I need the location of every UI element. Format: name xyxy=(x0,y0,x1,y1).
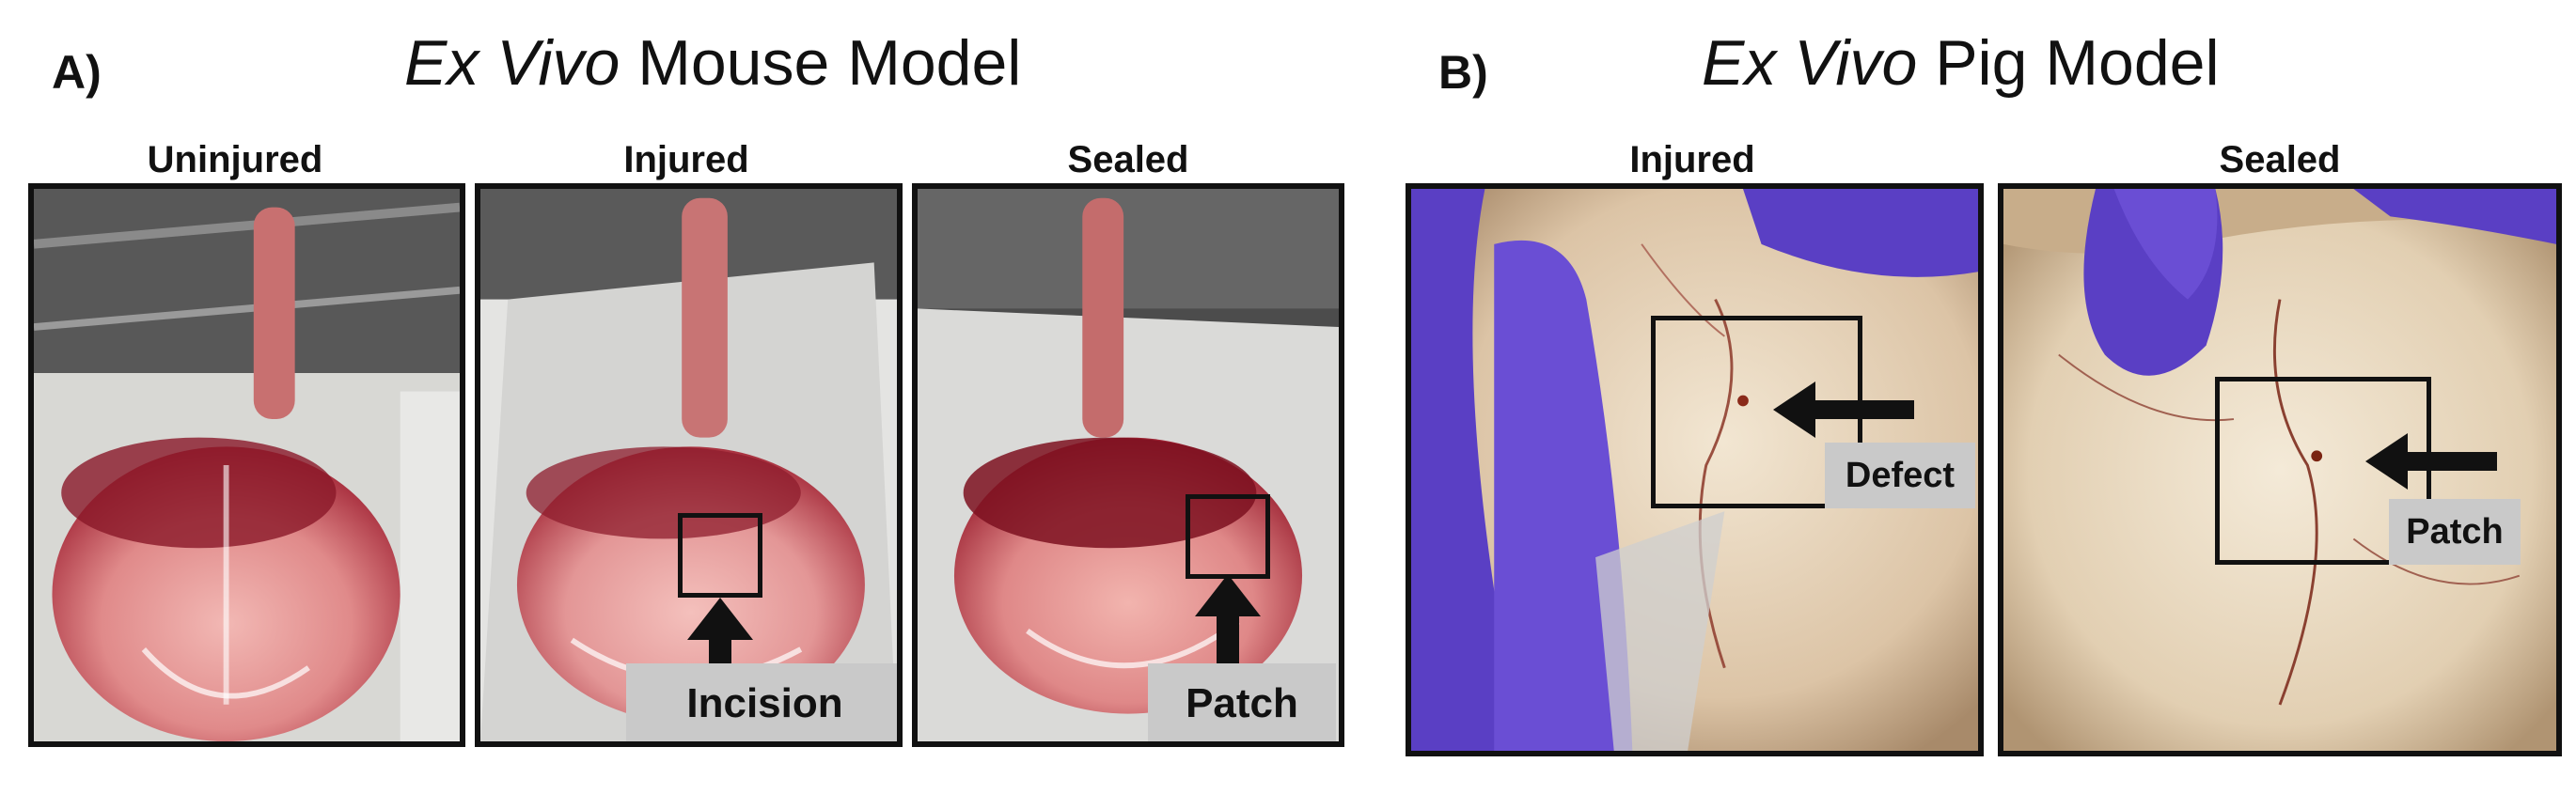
label-pig-injured: Injured xyxy=(1629,139,1755,180)
panel-b-title: Ex Vivo Pig Model xyxy=(1702,26,2220,100)
panel-a-letter: A) xyxy=(52,46,102,99)
photo-mouse-injured: Incision xyxy=(475,183,903,747)
panel-a-title-italic: Ex Vivo xyxy=(404,27,620,99)
panel-b-letter: B) xyxy=(1438,46,1488,99)
arrow-left-icon xyxy=(1773,381,1914,438)
photo-mouse-sealed: Patch xyxy=(912,183,1344,747)
annotation-defect: Defect xyxy=(1825,443,1975,508)
label-pig-sealed: Sealed xyxy=(2219,139,2341,180)
panel-a-title-rest: Mouse Model xyxy=(620,27,1022,99)
photo-pig-sealed: Patch xyxy=(1998,183,2562,756)
annotation-incision: Incision xyxy=(626,663,897,741)
label-mouse-sealed: Sealed xyxy=(1067,139,1189,180)
label-mouse-injured: Injured xyxy=(623,139,749,180)
annotation-patch-mouse: Patch xyxy=(1148,663,1336,741)
arrow-up-icon xyxy=(1195,574,1261,696)
photo-mouse-uninjured xyxy=(28,183,465,747)
panel-a-title: Ex Vivo Mouse Model xyxy=(404,26,1021,100)
panel-b-title-italic: Ex Vivo xyxy=(1702,27,1918,99)
annotation-patch-pig: Patch xyxy=(2389,499,2521,565)
panel-b-title-rest: Pig Model xyxy=(1917,27,2220,99)
arrow-left-icon xyxy=(2365,433,2497,490)
photo-pig-injured: Defect xyxy=(1406,183,1984,756)
incision-marker-box xyxy=(678,513,762,598)
patch-marker-box xyxy=(1186,494,1270,579)
label-uninjured: Uninjured xyxy=(147,139,323,180)
